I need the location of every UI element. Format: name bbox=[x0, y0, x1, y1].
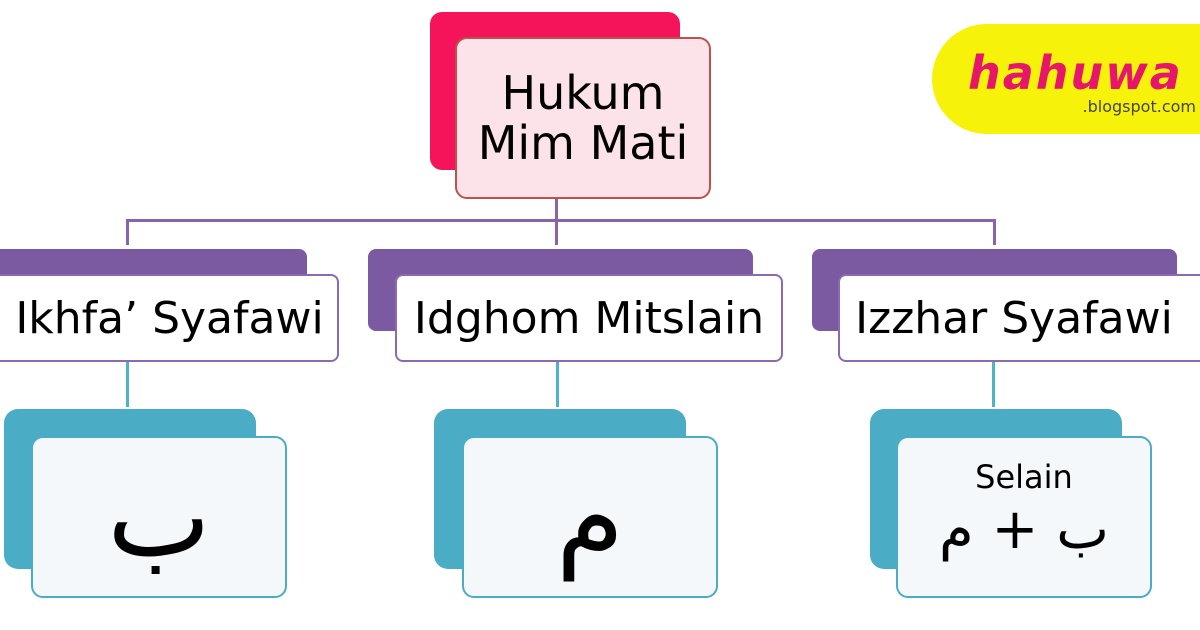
root-title-line1: Hukum bbox=[501, 66, 665, 120]
root-title-line2: Mim Mati bbox=[477, 116, 689, 170]
letter-selain-prefix: Selain bbox=[975, 458, 1073, 496]
category-idghom-label: Idghom Mitslain bbox=[413, 292, 765, 344]
logo-badge[interactable]: hahuwa .blogspot.com bbox=[932, 24, 1200, 134]
letter-mim-glyph: م bbox=[555, 453, 625, 581]
connector-middle-down bbox=[555, 219, 558, 245]
letter-ba-glyph: ب bbox=[107, 453, 211, 581]
connector-idghom-letter bbox=[556, 362, 559, 407]
connector-left-down bbox=[126, 219, 129, 245]
connector-root-down bbox=[555, 196, 558, 220]
connector-izzhar-letter bbox=[992, 362, 995, 407]
category-izzhar-node[interactable]: Izzhar Syafawi bbox=[838, 274, 1200, 362]
letter-mim-node[interactable]: م bbox=[462, 436, 718, 598]
letter-selain-glyphs: ب + م bbox=[939, 497, 1109, 562]
category-ikhfa-node[interactable]: Ikhfa’ Syafawi bbox=[0, 274, 339, 362]
category-idghom-node[interactable]: Idghom Mitslain bbox=[395, 274, 783, 362]
root-node[interactable]: Hukum Mim Mati bbox=[455, 37, 711, 199]
letter-selain-node[interactable]: Selain ب + م bbox=[896, 436, 1152, 598]
category-izzhar-label: Izzhar Syafawi bbox=[855, 292, 1173, 344]
category-ikhfa-label: Ikhfa’ Syafawi bbox=[15, 292, 324, 344]
connector-ikhfa-letter bbox=[126, 362, 129, 407]
logo-name: hahuwa bbox=[968, 46, 1183, 100]
connector-right-down bbox=[993, 219, 996, 245]
letter-ba-node[interactable]: ب bbox=[31, 436, 287, 598]
connector-horizontal bbox=[126, 219, 996, 222]
logo-domain: .blogspot.com bbox=[1082, 97, 1196, 116]
